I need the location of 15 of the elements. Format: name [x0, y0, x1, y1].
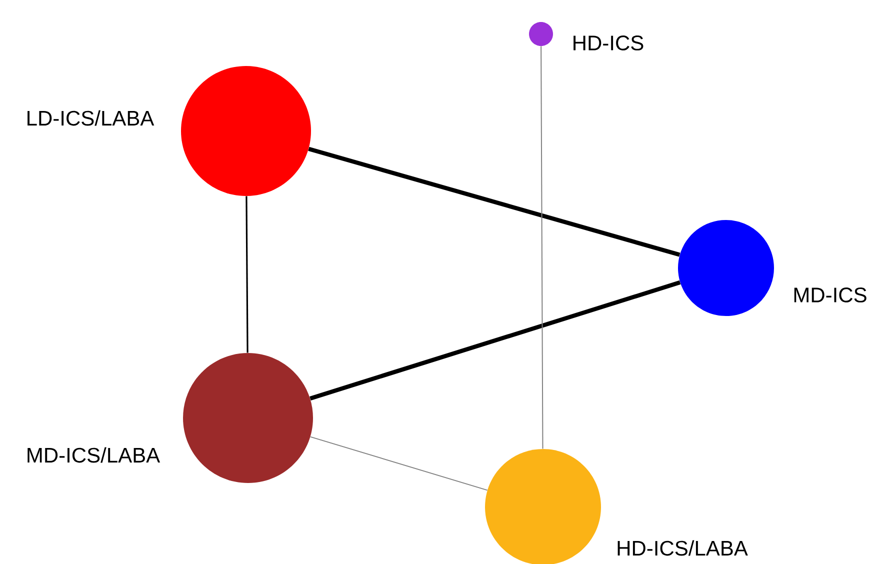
network-edge — [310, 280, 681, 400]
node-label: MD-ICS — [794, 288, 866, 302]
network-edge — [540, 46, 544, 450]
network-node: MD-ICS — [678, 220, 866, 316]
network-edge — [246, 196, 248, 353]
node-label: HD-ICS/LABA — [618, 540, 748, 556]
node-label: MD-ICS/LABA — [28, 447, 160, 463]
network-edge — [310, 436, 488, 491]
node-label: LD-ICS/LABA — [28, 110, 154, 126]
network-node: LD-ICS/LABA — [28, 66, 311, 196]
network-node: HD-ICS — [529, 22, 644, 50]
network-node: MD-ICS/LABA — [28, 352, 313, 483]
network-node: HD-ICS/LABA — [485, 448, 748, 564]
network-edge — [308, 146, 680, 257]
node-label: HD-ICS — [574, 36, 644, 50]
